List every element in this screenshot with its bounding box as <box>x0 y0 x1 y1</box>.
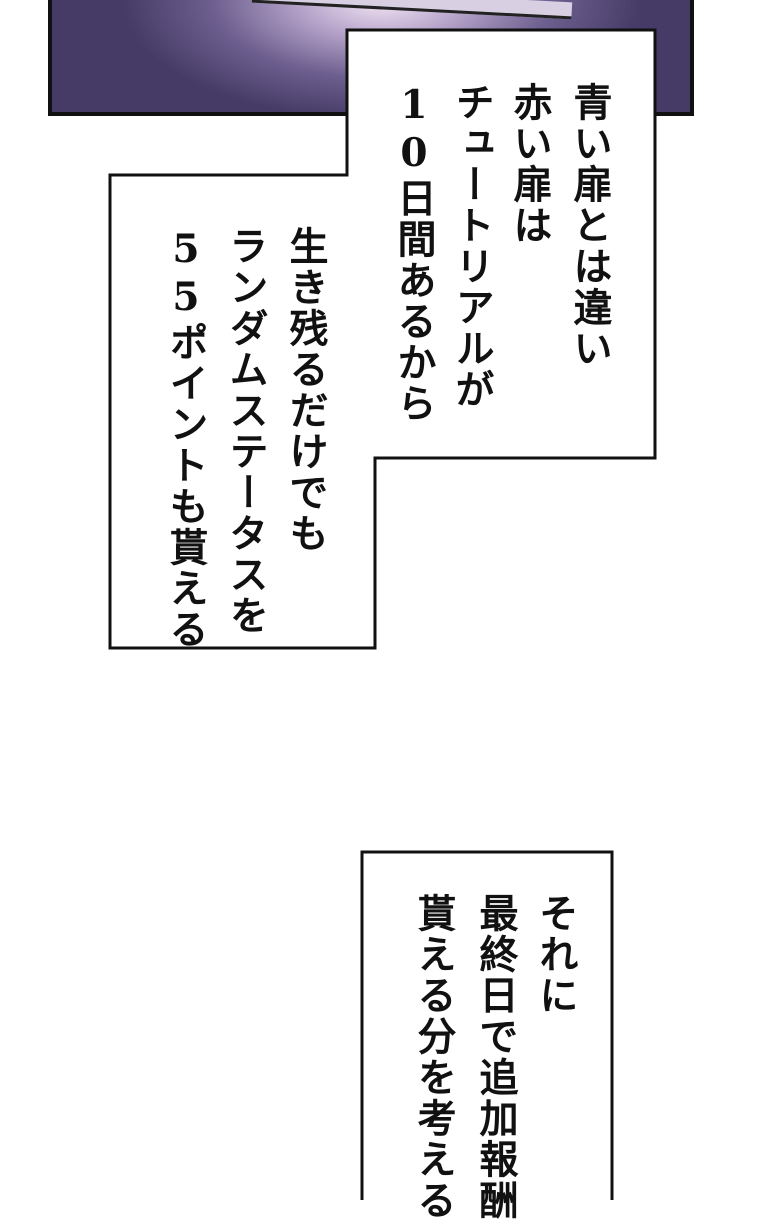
caption-2-line-3: 貰える分を考える <box>411 893 457 1221</box>
caption-box-2 <box>360 850 614 1200</box>
caption-1-line-4: 10日間あるから <box>391 82 437 424</box>
caption-1-line-2: 赤い扉は <box>507 82 553 246</box>
caption-2-line-1: それに <box>533 893 579 1016</box>
caption-1-line-3: チュートリアルが <box>449 82 495 410</box>
caption-1-line-7: 55ポイントも貰える <box>163 226 209 650</box>
caption-1-line-6: ランダムステータスを <box>223 226 269 636</box>
caption-1-line-1: 青い扉とは違い <box>567 82 613 369</box>
caption-2-line-2: 最終日で追加報酬 <box>473 893 519 1221</box>
caption-1-line-5: 生き残るだけでも <box>283 226 329 554</box>
caption-box-1 <box>108 28 657 650</box>
